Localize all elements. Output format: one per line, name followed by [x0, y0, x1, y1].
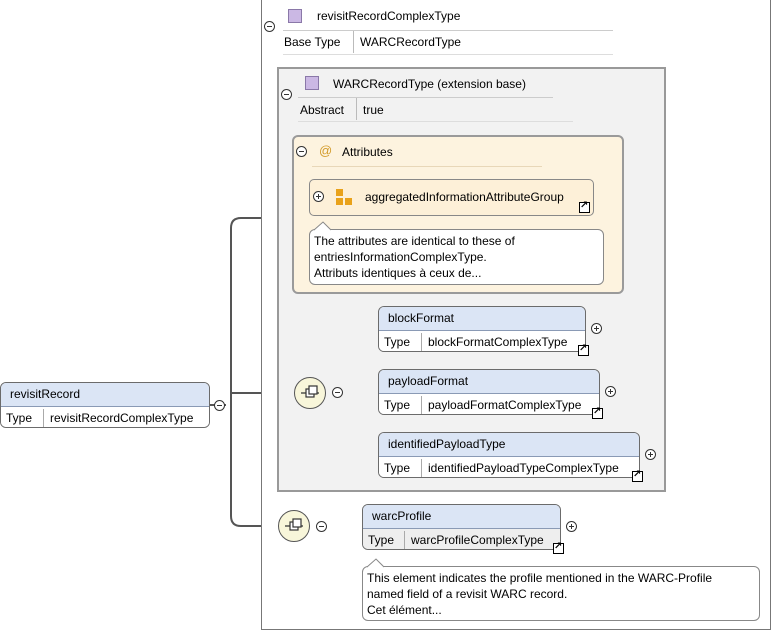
collapse-sequence-icon[interactable] — [316, 521, 327, 532]
expand-block-format-icon[interactable] — [591, 323, 602, 334]
divider — [283, 30, 613, 31]
at-sign-icon: @ — [319, 143, 333, 158]
collapse-attributes-icon[interactable] — [296, 146, 307, 157]
abstract-value: true — [363, 103, 384, 117]
complex-type-icon — [288, 9, 302, 23]
element-name: identifiedPayloadType — [388, 437, 506, 451]
type-value: identifiedPayloadTypeComplexType — [428, 461, 619, 475]
type-label: Type — [384, 461, 411, 475]
element-name: payloadFormat — [388, 374, 469, 388]
element-warc-profile[interactable]: warcProfile Type warcProfileComplexType — [362, 504, 561, 550]
divider — [353, 31, 354, 53]
link-arrow-icon[interactable] — [592, 406, 603, 419]
type-value: payloadFormatComplexType — [428, 398, 582, 412]
abstract-label: Abstract — [300, 103, 345, 117]
note-pointer — [313, 221, 332, 231]
divider — [356, 98, 357, 120]
element-name: warcProfile — [372, 509, 432, 523]
attribute-group-box[interactable] — [309, 179, 594, 216]
extension-type-icon — [305, 76, 319, 90]
expand-payload-format-icon[interactable] — [605, 386, 616, 397]
element-block-format[interactable]: blockFormat Type blockFormatComplexType — [378, 306, 586, 352]
type-label: Type — [6, 411, 33, 425]
note-line: The attributes are identical to these of — [314, 234, 515, 248]
note-line: Cet élément... — [367, 603, 442, 617]
link-arrow-icon[interactable] — [553, 541, 564, 554]
attributes-title: Attributes — [342, 145, 393, 159]
extension-name: WARCRecordType (extension base) — [333, 77, 526, 91]
note-pointer — [366, 558, 385, 568]
element-name: blockFormat — [388, 311, 455, 325]
collapse-revisit-record-icon[interactable] — [214, 400, 225, 411]
type-value: warcProfileComplexType — [411, 533, 544, 547]
type-label: Type — [384, 335, 411, 349]
collapse-complex-type-icon[interactable] — [264, 21, 275, 32]
link-arrow-icon[interactable] — [579, 200, 590, 213]
base-type-value: WARCRecordType — [360, 35, 461, 49]
expand-identified-payload-type-icon[interactable] — [645, 449, 656, 460]
attribute-group-name: aggregatedInformationAttributeGroup — [365, 190, 564, 204]
type-label: Type — [368, 533, 395, 547]
divider — [283, 54, 613, 55]
type-label: Type — [384, 398, 411, 412]
note-line: This element indicates the profile menti… — [367, 571, 713, 585]
element-revisit-record[interactable]: revisitRecord Type revisitRecordComplexT… — [0, 382, 210, 428]
warc-profile-note: This element indicates the profile menti… — [362, 566, 760, 621]
attributes-note: The attributes are identical to these of… — [309, 229, 604, 285]
element-identified-payload-type[interactable]: identifiedPayloadType Type identifiedPay… — [378, 432, 640, 478]
collapse-sequence-icon[interactable] — [332, 387, 343, 398]
divider — [312, 166, 542, 167]
note-line: named field of a revisit WARC record. — [367, 587, 568, 601]
complex-type-name: revisitRecordComplexType — [317, 9, 461, 23]
attribute-group-icon — [336, 189, 352, 205]
type-value: blockFormatComplexType — [428, 335, 568, 349]
element-payload-format[interactable]: payloadFormat Type payloadFormatComplexT… — [378, 369, 600, 415]
link-arrow-icon[interactable] — [632, 469, 643, 482]
sequence-compositor-icon[interactable] — [294, 377, 326, 409]
divider — [298, 97, 553, 98]
divider — [298, 121, 573, 122]
note-line: Attributs identiques à ceux de... — [314, 266, 482, 280]
type-value: revisitRecordComplexType — [50, 411, 194, 425]
expand-warc-profile-icon[interactable] — [566, 521, 577, 532]
sequence-compositor-icon[interactable] — [278, 510, 310, 542]
collapse-extension-icon[interactable] — [281, 89, 292, 100]
element-name: revisitRecord — [10, 387, 81, 401]
base-type-label: Base Type — [284, 35, 341, 49]
note-line: entriesInformationComplexType. — [314, 250, 487, 264]
link-arrow-icon[interactable] — [578, 343, 589, 356]
expand-attribute-group-icon[interactable] — [313, 191, 324, 202]
